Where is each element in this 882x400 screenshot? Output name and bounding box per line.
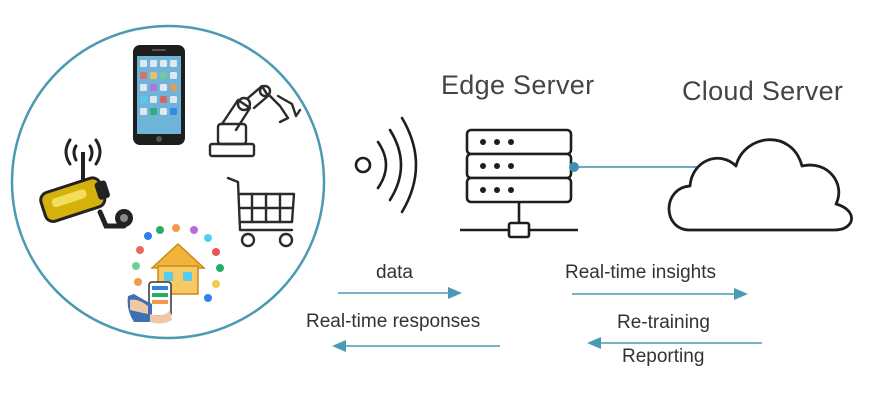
real-time-insights-label: Real-time insights: [565, 262, 716, 283]
edge-server-title: Edge Server: [441, 70, 595, 100]
server-rack-icon: [460, 128, 578, 239]
robot-arm-icon: [208, 84, 302, 158]
cloud-server-title: Cloud Server: [682, 76, 844, 106]
reporting-label: Reporting: [622, 346, 705, 367]
smartphone-icon: [133, 45, 185, 145]
data-label: data: [376, 262, 413, 283]
insights-arrow: [572, 288, 748, 300]
shopping-cart-icon: [226, 176, 296, 248]
data-arrow: [338, 287, 462, 299]
retraining-arrow: [587, 337, 762, 349]
re-training-label: Re-training: [617, 312, 710, 333]
real-time-responses-label: Real-time responses: [306, 311, 481, 332]
security-camera-icon: [39, 138, 133, 229]
edge-cloud-connector: [569, 162, 711, 172]
responses-arrow: [332, 340, 500, 352]
cloud-icon: [667, 138, 853, 232]
smart-home-icon: [127, 224, 224, 324]
wireless-signal-icon: [354, 116, 418, 214]
